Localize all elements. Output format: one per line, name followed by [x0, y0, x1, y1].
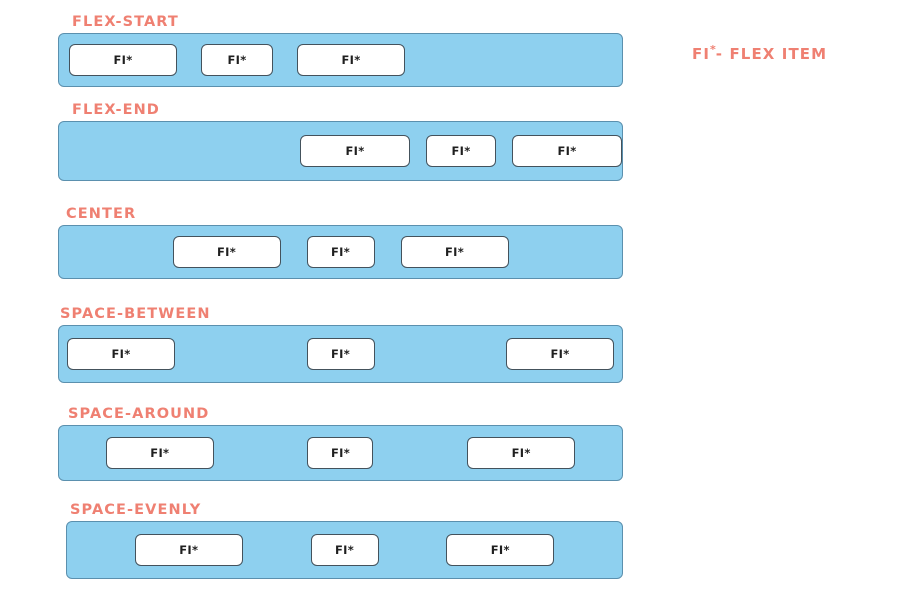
flex-item: FI*	[134, 534, 243, 566]
flex-item: FI*	[307, 437, 374, 469]
legend-prefix: FI	[692, 45, 711, 63]
flex-item: FI*	[172, 236, 281, 268]
flex-item: FI*	[400, 236, 509, 268]
flex-item: FI*	[310, 534, 379, 566]
legend-flex-item: FI*- FLEX ITEM	[692, 43, 827, 63]
flex-item: FI*	[306, 338, 375, 370]
row-center: CENTER FI* FI* FI*	[58, 206, 623, 279]
flex-item: FI*	[201, 44, 273, 76]
flex-item: FI*	[105, 437, 214, 469]
row-flex-end: FLEX-END FI* FI* FI*	[58, 102, 623, 181]
flex-item: FI*	[297, 44, 405, 76]
flex-item: FI*	[69, 44, 177, 76]
row-label-space-evenly: SPACE-EVENLY	[70, 502, 202, 518]
flex-item: FI*	[306, 236, 375, 268]
flex-item: FI*	[67, 338, 175, 370]
row-label-space-between: SPACE-BETWEEN	[60, 306, 211, 322]
flex-container-space-evenly: FI* FI* FI*	[66, 521, 623, 579]
row-flex-start: FLEX-START FI* FI* FI*	[58, 14, 623, 87]
flex-container-space-around: FI* FI* FI*	[58, 425, 623, 481]
flex-item: FI*	[300, 135, 410, 167]
legend-asterisk-icon: *	[710, 43, 716, 56]
flex-item: FI*	[506, 338, 614, 370]
flex-item: FI*	[512, 135, 622, 167]
flex-item: FI*	[426, 135, 496, 167]
row-label-flex-start: FLEX-START	[72, 14, 179, 30]
row-space-around: SPACE-AROUND FI* FI* FI*	[58, 406, 623, 481]
row-space-between: SPACE-BETWEEN FI* FI* FI*	[58, 306, 623, 383]
legend-text: - FLEX ITEM	[715, 45, 828, 63]
flex-item: FI*	[467, 437, 576, 469]
flex-container-flex-end: FI* FI* FI*	[58, 121, 623, 181]
row-label-space-around: SPACE-AROUND	[68, 406, 210, 422]
row-space-evenly: SPACE-EVENLY FI* FI* FI*	[66, 502, 623, 579]
row-label-flex-end: FLEX-END	[72, 102, 160, 118]
flex-container-flex-start: FI* FI* FI*	[58, 33, 623, 87]
flex-item: FI*	[446, 534, 555, 566]
row-label-center: CENTER	[66, 206, 137, 222]
flex-container-space-between: FI* FI* FI*	[58, 325, 623, 383]
flex-container-center: FI* FI* FI*	[58, 225, 623, 279]
